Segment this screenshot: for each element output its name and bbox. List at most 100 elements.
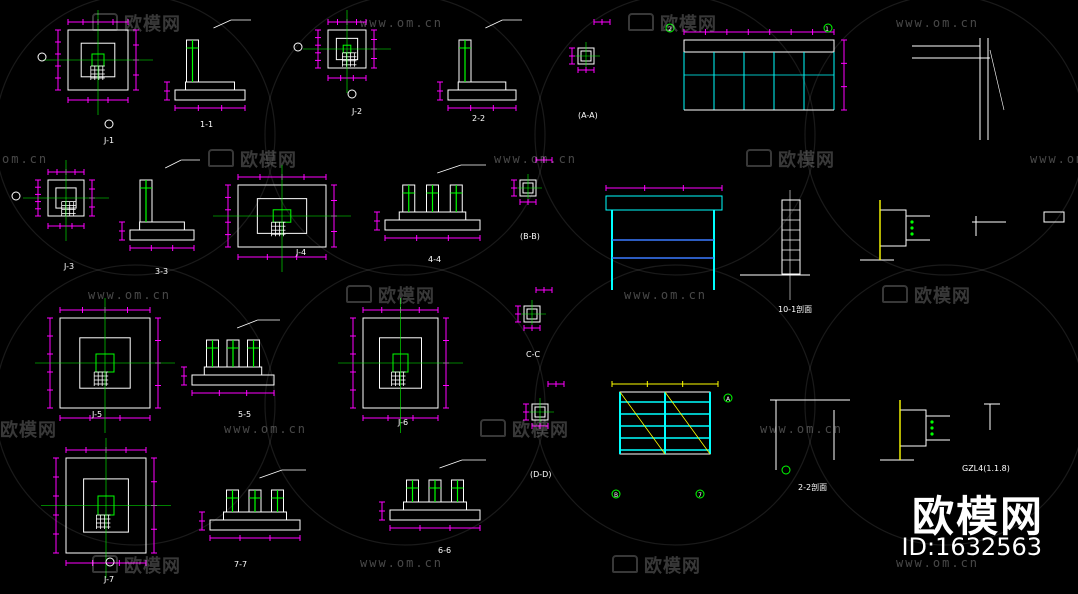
watermark-url: www.om.cn — [360, 16, 444, 30]
drawing-label: (B-B) — [520, 232, 540, 241]
grid-bubble — [347, 89, 357, 99]
watermark-logo: 欧模网 — [480, 416, 569, 442]
cad-outline — [1043, 211, 1065, 223]
watermark-text: 欧模网 — [660, 14, 717, 35]
sofa-icon — [628, 13, 654, 31]
watermark-circle — [0, 264, 276, 546]
cad-outline — [185, 81, 235, 91]
cad-outline — [209, 519, 301, 531]
watermark-circle — [264, 264, 546, 546]
cad-outline — [203, 366, 263, 376]
brand-logo: 欧模网 — [911, 492, 1044, 541]
watermark-url: www.om.cn — [224, 422, 308, 436]
watermark-logo: 欧模网 — [882, 282, 971, 308]
cad-line — [619, 391, 666, 455]
grid-bubble-label: B — [614, 492, 618, 499]
drawing-label: 4-4 — [428, 255, 442, 264]
watermark-text: 欧模网 — [378, 286, 435, 307]
cad-outline — [384, 219, 481, 231]
watermark-circle — [0, 0, 276, 276]
cad-outline — [879, 209, 907, 247]
cad-outline — [398, 211, 467, 221]
drawing-label: J-3 — [64, 262, 75, 271]
grid-bubble — [11, 191, 21, 201]
watermark-logo: 欧模网 — [628, 10, 717, 36]
sofa-icon — [746, 149, 772, 167]
sofa-icon — [92, 555, 118, 573]
drawing-label: 3-3 — [155, 267, 169, 276]
grid-bubble-label: 7 — [698, 492, 702, 499]
grid-bubble — [611, 489, 621, 499]
bolt-icon — [910, 220, 914, 224]
sofa-icon — [92, 13, 118, 31]
drawing-label: J-5 — [92, 410, 103, 419]
watermark-logo: 欧模网 — [612, 552, 701, 578]
watermark-text: 欧模网 — [778, 150, 835, 171]
drawing-label: 2-2剖面 — [798, 483, 828, 492]
cad-outline — [129, 229, 195, 241]
watermark-text: 欧模网 — [914, 286, 971, 307]
watermark-url: www.om.cn — [1030, 152, 1078, 166]
cad-outline — [605, 195, 723, 211]
cad-outline — [447, 89, 517, 101]
drawing-label: J-6 — [398, 418, 409, 427]
watermark-text: 欧模网 — [0, 420, 57, 441]
watermark-url: www.om.cn — [360, 556, 444, 570]
drawing-label: 2-2 — [472, 114, 486, 123]
drawing-label: 5-5 — [238, 410, 252, 419]
cad-outline — [457, 81, 507, 91]
watermark-text: 欧模网 — [124, 14, 181, 35]
grid-bubble — [293, 42, 303, 52]
cad-outline — [223, 511, 287, 521]
drawing-label: J-7 — [104, 575, 115, 584]
watermark-logo: 欧模网 — [208, 146, 297, 172]
watermark-text: 欧模网 — [124, 556, 181, 577]
sofa-icon — [346, 285, 372, 303]
grid-bubble — [105, 557, 115, 567]
drawing-label: 1-1 — [200, 120, 214, 129]
watermark-logo: 欧模网 — [92, 10, 181, 36]
sofa-icon — [208, 149, 234, 167]
watermark-text: 欧模网 — [240, 150, 297, 171]
sofa-icon — [882, 285, 908, 303]
watermark-url: www.om.cn — [624, 288, 708, 302]
cad-line — [236, 319, 258, 329]
watermark-url: www.om.cn — [494, 152, 578, 166]
grid-bubble — [781, 465, 791, 475]
grid-bubble-label: 2 — [668, 26, 672, 33]
cad-outline — [403, 501, 467, 511]
bolt-icon — [930, 432, 934, 436]
cad-outline — [139, 221, 185, 231]
bolt-icon — [910, 226, 914, 230]
watermark-logo: 欧模网 — [746, 146, 835, 172]
cad-outline — [174, 89, 246, 101]
grid-bubble-label: A — [726, 396, 731, 403]
watermark-circle — [534, 264, 816, 546]
brand-id: ID:1632563 — [901, 533, 1042, 561]
watermark-circle — [264, 0, 546, 276]
cad-line — [437, 164, 462, 174]
grid-bubble — [695, 489, 705, 499]
watermark-logo: 欧模网 — [346, 282, 435, 308]
drawing-label: 6-6 — [438, 546, 452, 555]
watermark-circle — [534, 0, 816, 276]
watermark-url: www.om.cn — [760, 422, 844, 436]
drawing-label: (A-A) — [578, 111, 598, 120]
grid-bubble — [823, 23, 833, 33]
cad-line — [213, 19, 232, 29]
bolt-icon — [930, 426, 934, 430]
cad-line — [664, 391, 711, 455]
drawing-label: GZL4(1.1.8) — [962, 464, 1010, 473]
watermark-url: www.om.cn — [88, 288, 172, 302]
cad-outline — [389, 509, 481, 521]
drawing-label: J-1 — [104, 136, 115, 145]
bolt-icon — [910, 232, 914, 236]
drawing-label: J-2 — [352, 107, 363, 116]
watermark-logo: 欧模网 — [92, 552, 181, 578]
watermark-circle — [804, 264, 1078, 546]
grid-bubble — [104, 119, 114, 129]
grid-bubble — [665, 23, 675, 33]
drawing-label: 10-1剖面 — [778, 305, 813, 314]
